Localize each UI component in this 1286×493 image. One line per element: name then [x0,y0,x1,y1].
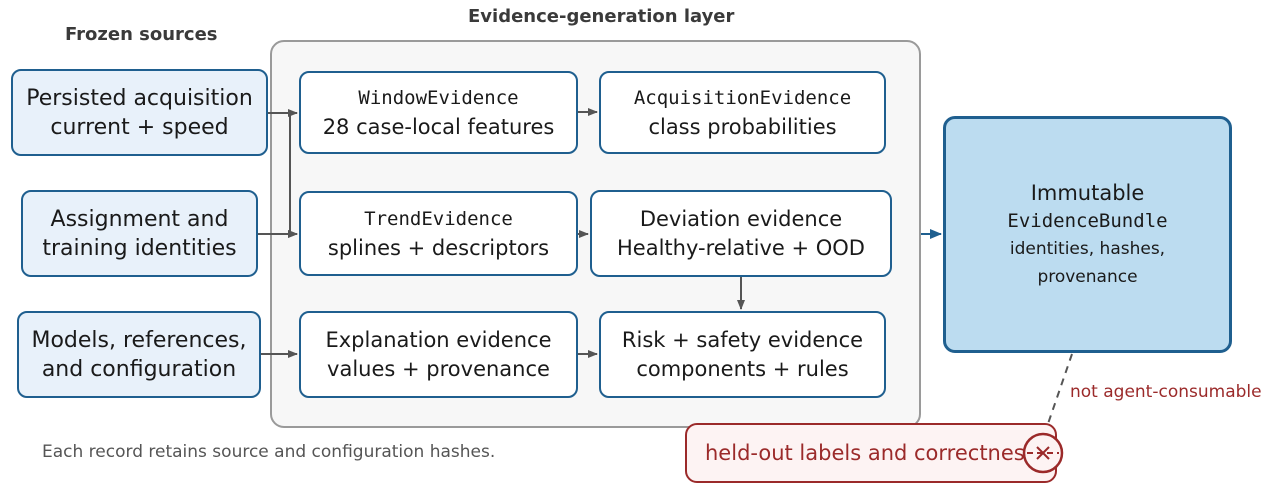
risk-safety-evidence-box: Risk + safety evidence components + rule… [599,311,886,398]
source-line: Assignment and [50,206,229,232]
held-out-labels-box: held-out labels and correctness [685,423,1057,483]
acquisition-evidence-box: AcquisitionEvidence class probabilities [599,71,886,154]
window-evidence-name: WindowEvidence [358,86,519,109]
risk-safety-evidence-title: Risk + safety evidence [621,327,864,352]
bundle-contents: identities, hashes, [1009,238,1166,259]
source-line: Persisted acquisition [26,85,253,111]
acquisition-evidence-name: AcquisitionEvidence [633,86,852,109]
deviation-evidence-box: Deviation evidence Healthy-relative + OO… [590,190,892,277]
source-line: training identities [42,235,237,261]
explanation-evidence-box: Explanation evidence values + provenance [299,311,578,398]
source-persisted-acquisition: Persisted acquisition current + speed [11,69,268,156]
acquisition-evidence-detail: class probabilities [648,114,837,139]
not-agent-consumable-label: not agent-consumable [1070,382,1262,402]
window-evidence-detail: 28 case-local features [322,114,555,139]
deviation-evidence-detail: Healthy-relative + OOD [617,235,865,260]
deviation-evidence-title: Deviation evidence [639,206,843,231]
footer-note: Each record retains source and configura… [42,442,496,462]
risk-safety-evidence-detail: components + rules [636,356,849,381]
blocked-x-icon [1022,432,1064,474]
evidence-bundle-box: Immutable EvidenceBundle identities, has… [943,116,1232,353]
source-assignment-identities: Assignment and training identities [21,190,258,277]
source-line: Models, references, [31,327,247,353]
source-line: current + speed [50,114,229,140]
source-models-configuration: Models, references, and configuration [17,311,261,398]
trend-evidence-box: TrendEvidence splines + descriptors [299,191,578,276]
source-line: and configuration [41,356,237,382]
explanation-evidence-detail: values + provenance [327,356,550,381]
held-out-label: held-out labels and correctness [705,441,1036,465]
trend-evidence-detail: splines + descriptors [327,235,550,260]
trend-evidence-name: TrendEvidence [364,207,513,230]
bundle-contents: provenance [1037,266,1138,287]
bundle-qualifier: Immutable [1030,180,1145,205]
evidence-layer-heading: Evidence-generation layer [468,6,735,27]
frozen-sources-heading: Frozen sources [65,24,218,45]
window-evidence-box: WindowEvidence 28 case-local features [299,71,578,154]
bundle-name: EvidenceBundle [1007,209,1168,232]
explanation-evidence-title: Explanation evidence [325,327,552,352]
